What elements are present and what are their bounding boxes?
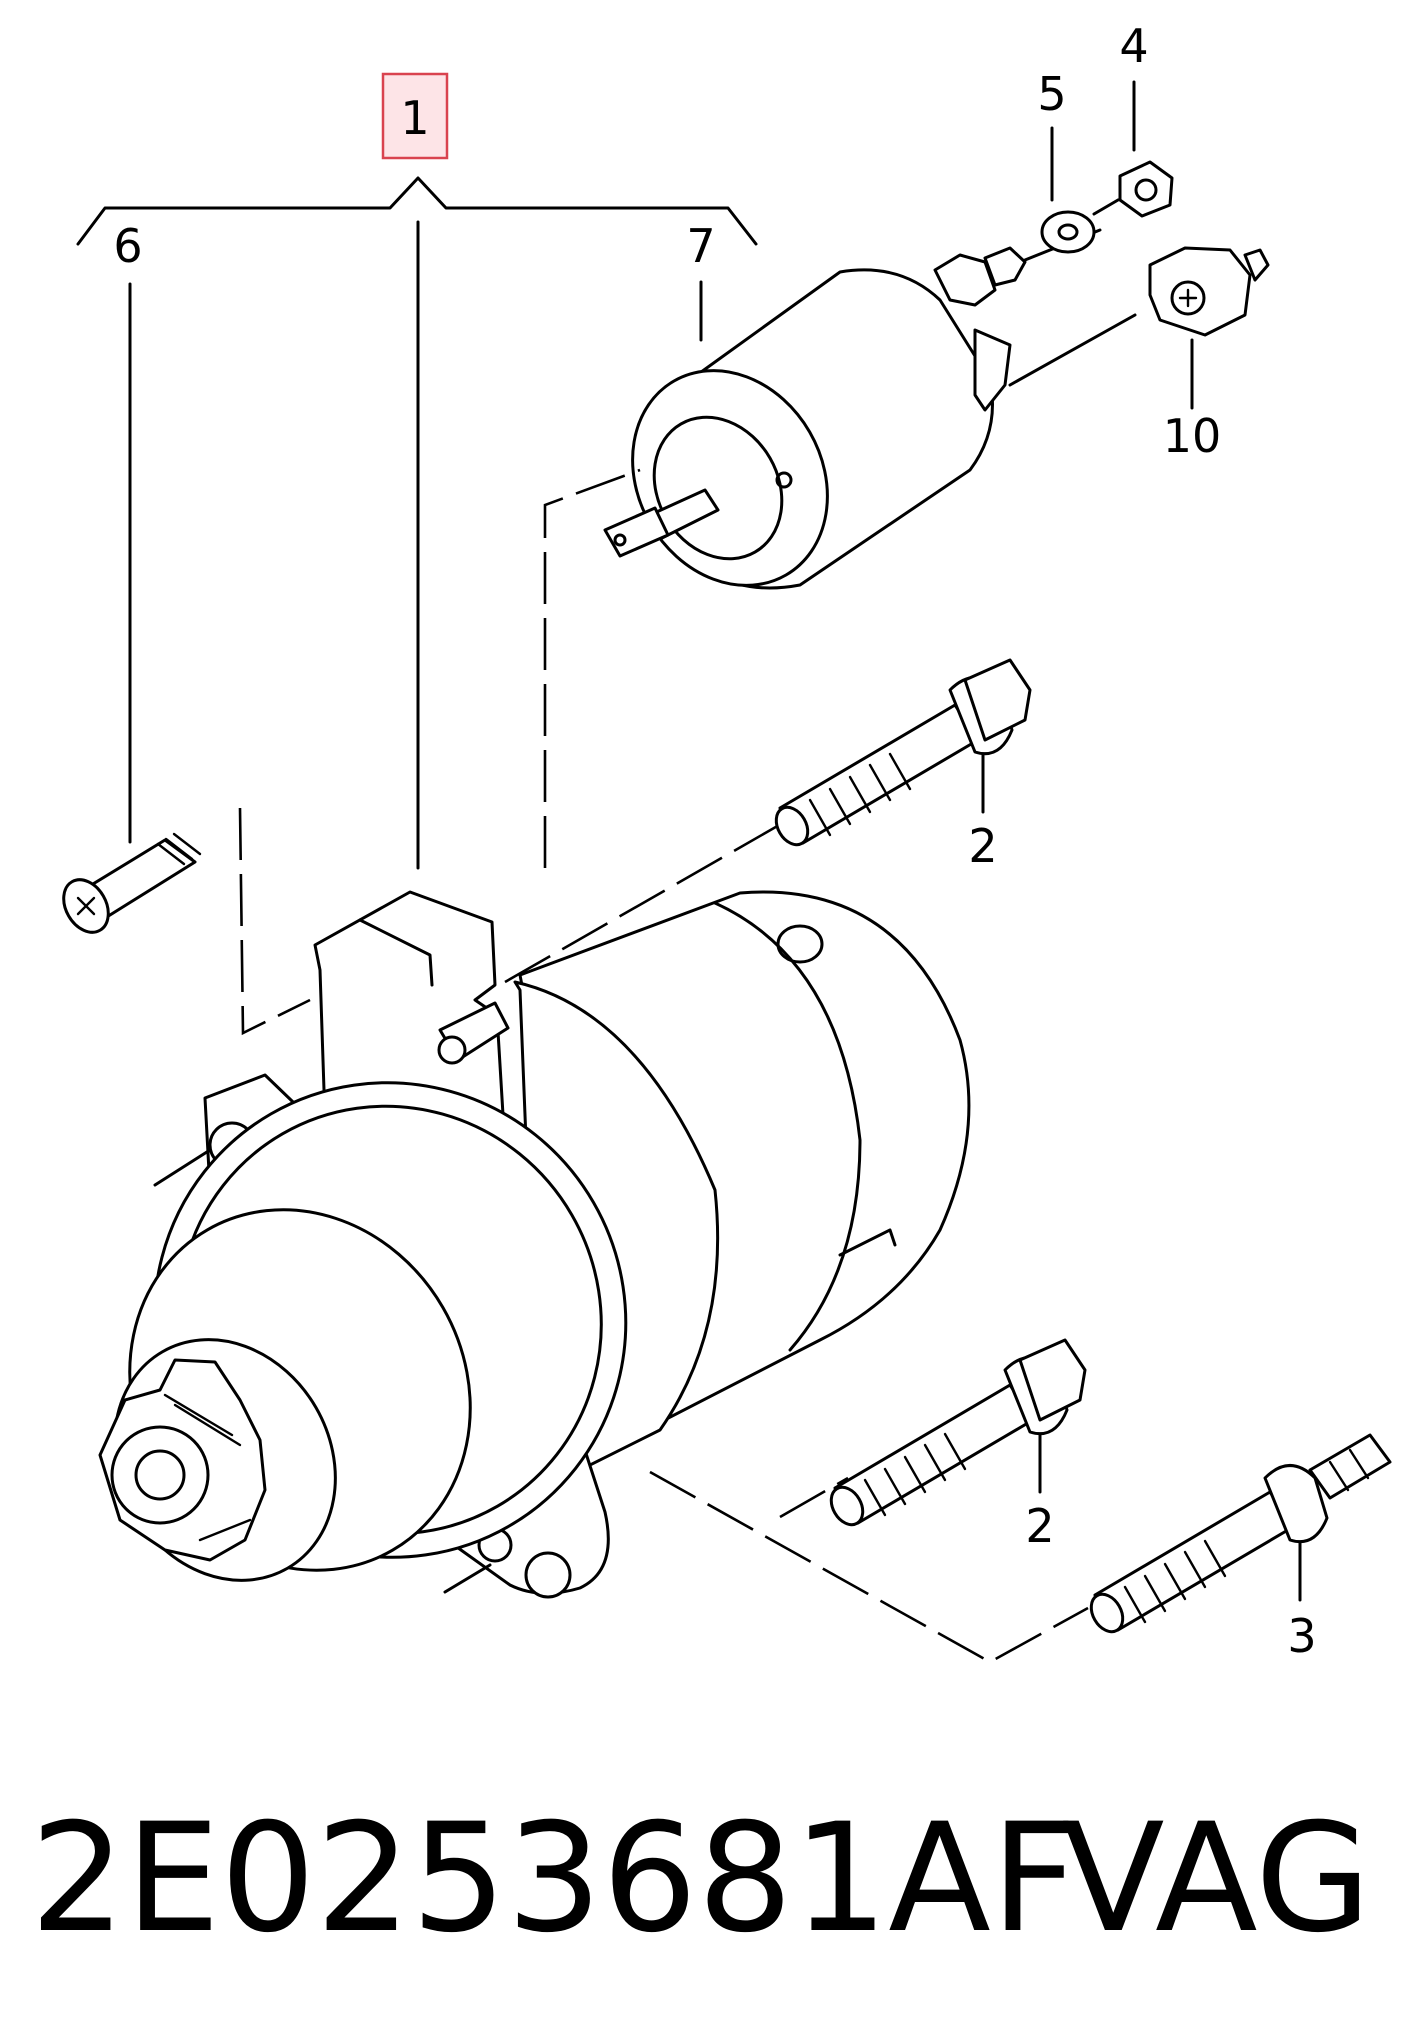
part-number: 2E0253681AF bbox=[30, 1792, 1077, 1966]
leader-lines bbox=[128, 80, 1302, 1602]
callout-2-upper[interactable]: 2 bbox=[968, 819, 997, 873]
washer bbox=[1040, 210, 1096, 254]
solenoid-switch bbox=[603, 228, 1137, 590]
callout-1[interactable]: 1 bbox=[400, 91, 429, 145]
callout-10[interactable]: 10 bbox=[1163, 409, 1222, 463]
terminal-connector bbox=[1148, 246, 1270, 337]
callout-5[interactable]: 5 bbox=[1037, 67, 1066, 121]
brand-name: VAG bbox=[1062, 1792, 1371, 1966]
callout-6[interactable]: 6 bbox=[113, 219, 142, 273]
stud-bolt bbox=[1089, 1433, 1392, 1634]
assembly-bracket bbox=[76, 176, 758, 870]
bolt-lower bbox=[829, 1338, 1087, 1527]
starter-motor bbox=[98, 890, 971, 1599]
bolt-upper bbox=[774, 658, 1032, 847]
callout-7[interactable]: 7 bbox=[686, 219, 715, 273]
callout-2-lower[interactable]: 2 bbox=[1025, 1499, 1054, 1553]
callout-3[interactable]: 3 bbox=[1287, 1609, 1316, 1663]
callout-4[interactable]: 4 bbox=[1119, 19, 1148, 73]
hex-nut bbox=[1092, 160, 1174, 218]
callout-highlight-box bbox=[381, 72, 449, 160]
countersunk-screw bbox=[62, 832, 202, 934]
assembly-dash-lines bbox=[238, 468, 1089, 1664]
